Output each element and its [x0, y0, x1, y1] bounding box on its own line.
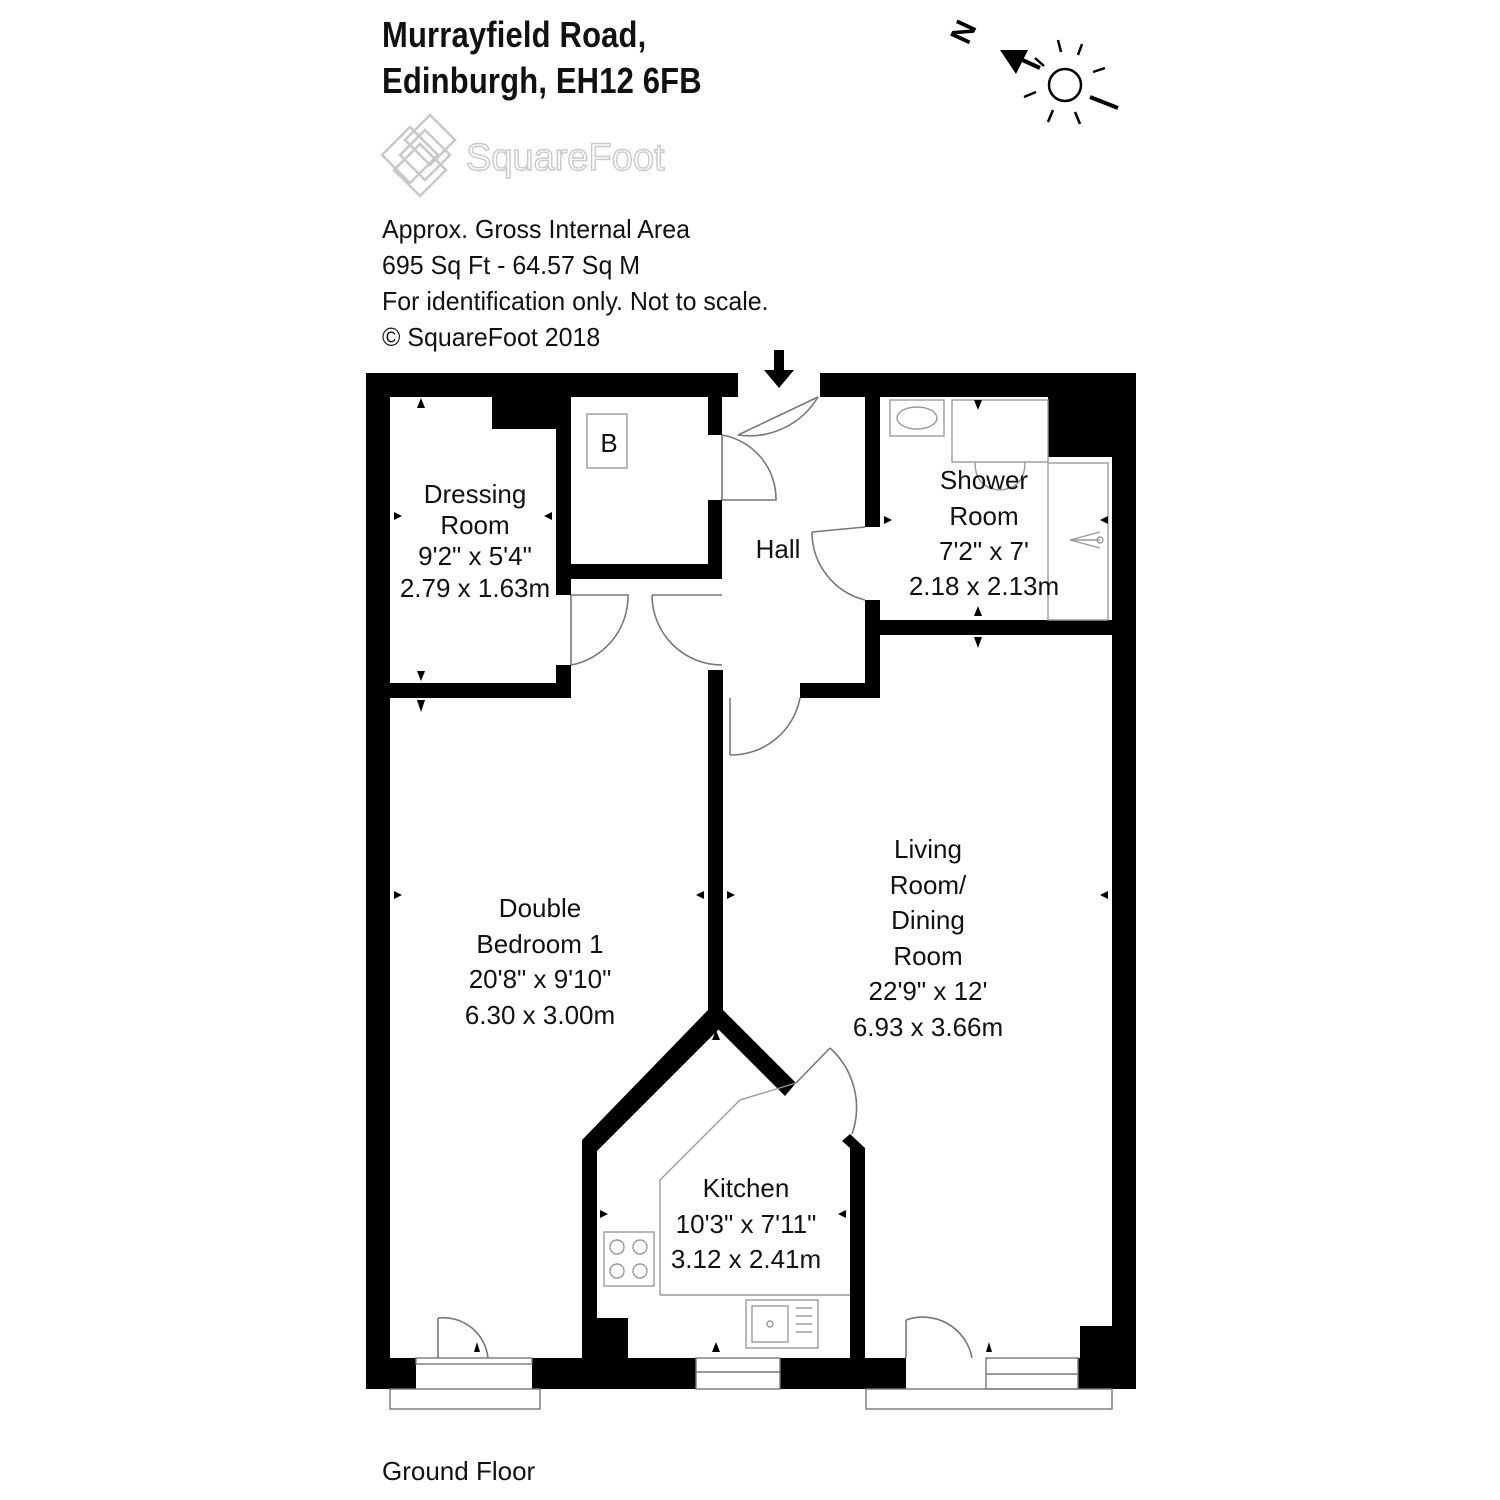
bedroom-imperial: 20'8" x 9'10"	[469, 964, 612, 994]
window-sills	[389, 1357, 1113, 1410]
bedroom-name-1: Double	[499, 893, 581, 923]
bedroom-name-2: Bedroom 1	[476, 929, 603, 959]
north-label: N	[944, 15, 983, 49]
dressing-room-name-1: Dressing	[424, 479, 527, 509]
floor-label: Ground Floor	[382, 1456, 536, 1486]
shower-room-name-2: Room	[949, 501, 1018, 531]
fixtures	[586, 399, 1109, 1349]
logo-text: SquareFoot	[466, 137, 665, 179]
squarefoot-logo: SquareFoot	[380, 113, 666, 198]
north-arrow-icon: N	[944, 15, 1041, 74]
external-walls	[366, 373, 1136, 1389]
kitchen-name: Kitchen	[703, 1173, 790, 1203]
entrance-arrow-icon	[764, 350, 794, 388]
bedroom-metric: 6.30 x 3.00m	[465, 1000, 615, 1030]
area-heading: Approx. Gross Internal Area	[382, 214, 690, 244]
living-room-name-1: Living	[894, 834, 962, 864]
copyright: © SquareFoot 2018	[382, 322, 601, 352]
doors	[437, 396, 973, 1359]
dressing-room-name-2: Room	[440, 510, 509, 540]
shower-room-imperial: 7'2" x 7'	[939, 536, 1029, 566]
living-room-imperial: 22'9" x 12'	[869, 976, 988, 1006]
address-line-1: Murrayfield Road,	[382, 14, 647, 55]
living-room-name-3: Dining	[891, 905, 965, 935]
internal-walls	[390, 397, 1112, 1358]
sun-icon	[1023, 39, 1119, 125]
living-room-name-2: Room/	[890, 870, 967, 900]
kitchen-metric: 3.12 x 2.41m	[671, 1244, 821, 1274]
living-room-name-4: Room	[893, 941, 962, 971]
shower-room-metric: 2.18 x 2.13m	[909, 571, 1059, 601]
hall-name: Hall	[756, 534, 801, 564]
dimension-arrows	[394, 398, 1108, 1352]
dressing-room-imperial: 9'2" x 5'4"	[418, 541, 532, 571]
disclaimer: For identification only. Not to scale.	[382, 286, 769, 316]
dressing-room-metric: 2.79 x 1.63m	[400, 573, 550, 603]
area-value: 695 Sq Ft - 64.57 Sq M	[382, 250, 641, 280]
address-line-2: Edinburgh, EH12 6FB	[382, 60, 702, 101]
kitchen-imperial: 10'3" x 7'11"	[676, 1209, 817, 1239]
shower-room-name-1: Shower	[940, 465, 1028, 495]
boiler-label: B	[600, 428, 617, 458]
living-room-metric: 6.93 x 3.66m	[853, 1012, 1003, 1042]
